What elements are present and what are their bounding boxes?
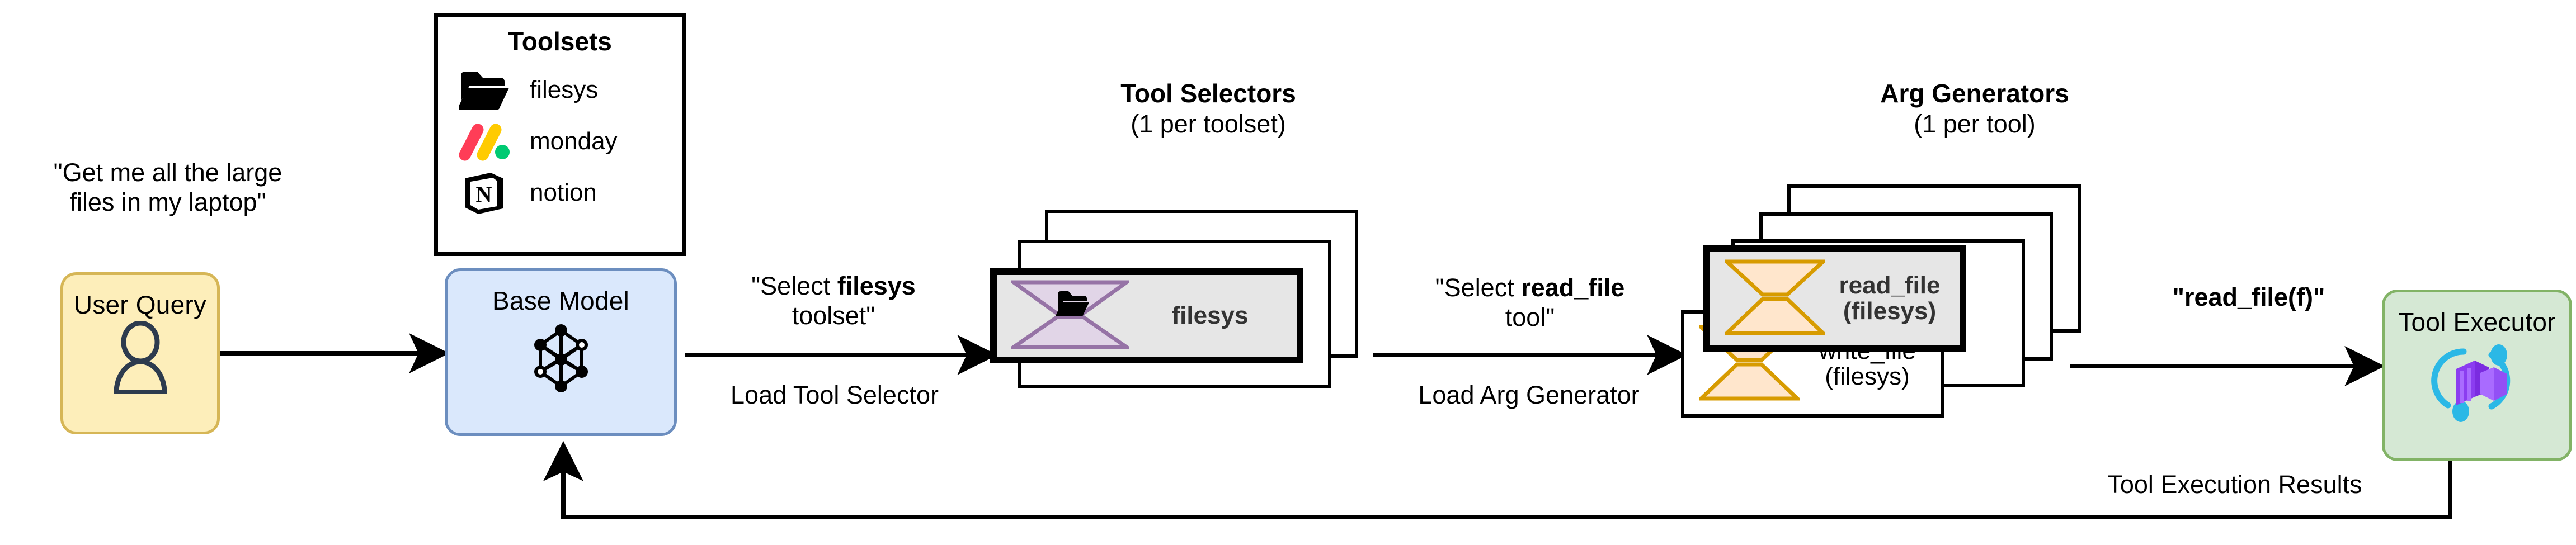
arg-generator-card-label: read_file (filesys) [1839,271,1941,325]
tool-selectors-title: Tool Selectors [1120,79,1296,108]
edge-label-select-tool-a: "Select [1435,273,1522,302]
tool-executor-icon [2431,344,2510,422]
notion-logo-icon: N [457,169,511,216]
toolset-label-notion: notion [530,179,597,206]
arg-generators-title: Arg Generators [1880,79,2069,108]
tool-selector-card-filesys[interactable]: filesys [990,268,1303,363]
toolset-row-monday[interactable]: monday [438,116,682,167]
arg-generator-stack: write_file (filesys) read_file (filesys) [1681,184,2106,447]
arrow-results-feedback [543,440,2452,519]
edge-label-select-toolset: "Select filesys toolset" [694,241,973,330]
folder-icon [457,70,511,110]
toolset-row-filesys[interactable]: filesys [438,64,682,116]
user-query-bubble-text: "Get me all the large files in my laptop… [53,158,282,217]
person-icon [113,321,167,394]
edge-label-load-tool-selector: Load Tool Selector [731,381,939,409]
edge-label-select-tool: "Select read_file tool" [1387,243,1673,332]
edge-label-select-tool-bold: read_file [1521,273,1625,302]
monday-logo-icon [457,121,511,162]
edge-label-select-toolset-bold: filesys [837,272,916,301]
toolsets-panel: Toolsets filesys monday [434,13,686,256]
node-tool-executor[interactable]: Tool Executor [2382,290,2572,461]
neural-network-icon [534,324,588,392]
toolset-label-monday: monday [530,127,618,155]
tool-selector-stack: filesys [990,210,1382,394]
toolset-row-notion[interactable]: N notion [438,167,682,219]
lora-adapter-icon [1007,279,1133,353]
node-base-model[interactable]: Base Model [445,268,677,436]
tool-selector-card-label: filesys [1171,301,1249,329]
edge-label-tool-call: "read_file(f)" [2172,283,2325,311]
toolsets-title: Toolsets [508,27,612,56]
edge-label-select-toolset-b: toolset" [792,301,875,330]
edge-label-select-toolset-a: "Select [751,272,837,301]
toolset-label-filesys: filesys [530,76,599,103]
edge-label-select-tool-b: tool" [1505,303,1555,332]
svg-text:N: N [476,182,492,207]
arg-generators-subtitle: (1 per tool) [1914,110,2036,138]
tool-selectors-subtitle: (1 per toolset) [1131,110,1286,138]
edge-label-load-arg-generator: Load Arg Generator [1418,381,1640,409]
node-base-model-label: Base Model [492,286,629,315]
arg-generator-card-read-file[interactable]: read_file (filesys) [1703,245,1966,352]
node-user-query-label: User Query [73,290,207,319]
edge-label-tool-execution-results: Tool Execution Results [2107,470,2362,499]
lora-adapter-icon [1722,259,1828,339]
node-user-query[interactable]: User Query [60,272,220,434]
node-tool-executor-label: Tool Executor [2398,307,2556,337]
